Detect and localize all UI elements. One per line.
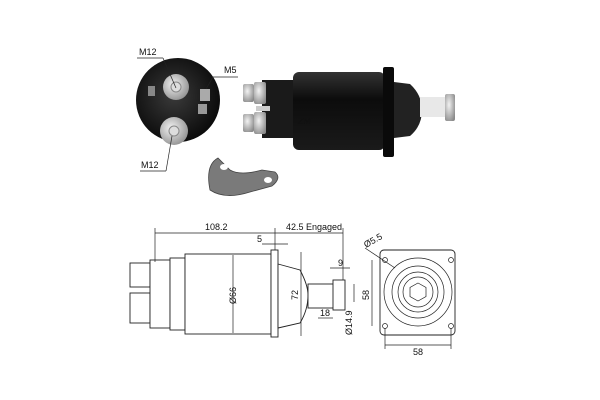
dim-plunger-length: 18 [320, 308, 330, 318]
bracket-photo [208, 157, 279, 196]
dim-engaged-travel: 42.5 Engaged [286, 222, 342, 232]
end-cap-photo [136, 58, 220, 145]
end-view-drawing: Ø5.5 58 58 [361, 231, 456, 357]
dim-plunger-diameter: Ø14.9 [344, 310, 354, 335]
watermark-logo: ZM [297, 116, 311, 126]
dim-hole-diameter: Ø5.5 [362, 231, 384, 249]
dim-flange-width: 58 [413, 347, 423, 357]
dim-body-diameter: Ø66 [228, 287, 238, 304]
label-m12-bottom: M12 [141, 160, 159, 170]
side-view-drawing: 108.2 42.5 Engaged 5 Ø66 72 9 18 Ø14.9 [129, 222, 355, 338]
solenoid-side-photo: ZM [243, 67, 455, 157]
dim-overall-length: 108.2 [205, 222, 228, 232]
callouts: M12 M5 M12 [137, 47, 238, 172]
dim-flange-height: 58 [361, 290, 371, 300]
dim-flange-thickness: 5 [257, 234, 262, 244]
label-m5: M5 [224, 65, 237, 75]
label-m12-top: M12 [139, 47, 157, 57]
m5-terminal [200, 89, 210, 101]
dim-plunger-tip: 9 [338, 258, 343, 268]
dim-boot-height: 72 [290, 290, 300, 300]
